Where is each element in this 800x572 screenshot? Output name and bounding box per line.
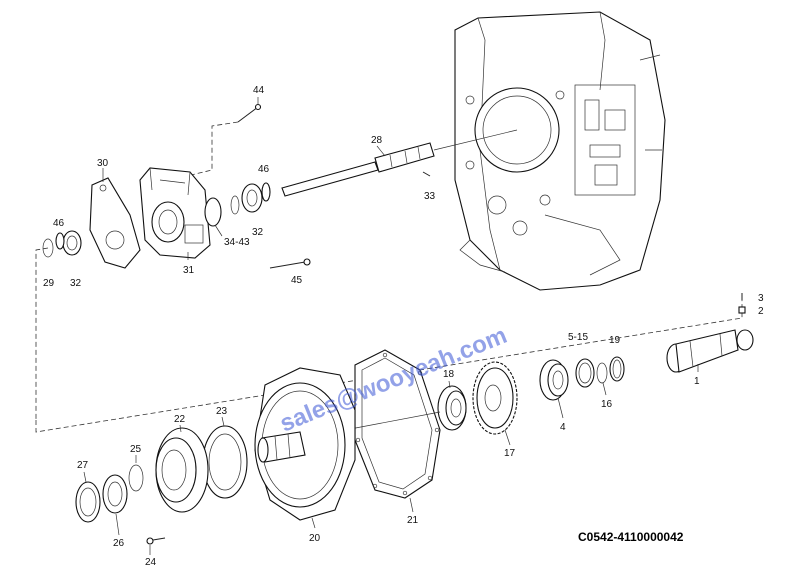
callout-1: 1 bbox=[694, 376, 700, 387]
callout-17: 17 bbox=[504, 448, 516, 459]
leader-17 bbox=[504, 429, 511, 446]
shaft-1 bbox=[666, 329, 754, 373]
callout-45: 45 bbox=[291, 275, 303, 286]
ring-19 bbox=[609, 356, 625, 382]
shaft-28 bbox=[281, 142, 435, 197]
leader-20 bbox=[311, 517, 316, 529]
callout-44: 44 bbox=[253, 85, 265, 96]
housing-20 bbox=[254, 367, 356, 521]
housing-31 bbox=[139, 167, 211, 259]
seal-27 bbox=[75, 481, 101, 523]
gasket-21 bbox=[354, 349, 441, 499]
callout-29: 29 bbox=[43, 278, 55, 289]
leader-gasket-axis bbox=[344, 411, 441, 431]
callout-46-left: 46 bbox=[53, 218, 65, 229]
plug-2 bbox=[738, 306, 746, 314]
shim-5-15 bbox=[575, 358, 595, 388]
leader-16 bbox=[602, 382, 607, 396]
callout-21: 21 bbox=[407, 515, 419, 526]
callout-18: 18 bbox=[443, 369, 455, 380]
leader-18 bbox=[448, 380, 451, 389]
bearing-18 bbox=[437, 385, 467, 431]
leader-21 bbox=[409, 497, 414, 513]
leader-26 bbox=[115, 513, 120, 536]
bearing-4 bbox=[539, 359, 569, 401]
callout-28: 28 bbox=[371, 135, 383, 146]
callout-22: 22 bbox=[174, 414, 186, 425]
callout-33: 33 bbox=[424, 191, 436, 202]
bolt-24 bbox=[146, 537, 166, 545]
bearing-32-left bbox=[62, 230, 82, 256]
leader-housing bbox=[433, 129, 518, 151]
ring-25 bbox=[128, 464, 144, 492]
leader-4 bbox=[557, 397, 564, 419]
gasket-23 bbox=[202, 425, 248, 499]
bearing-32-right bbox=[241, 183, 263, 213]
bolt-45 bbox=[269, 258, 311, 269]
callout-16: 16 bbox=[601, 399, 613, 410]
callout-23: 23 bbox=[216, 406, 228, 417]
leader-28 bbox=[376, 145, 386, 157]
snap-ring-29 bbox=[42, 238, 54, 258]
callout-25: 25 bbox=[130, 444, 142, 455]
cover-22 bbox=[155, 427, 209, 513]
gasket-30 bbox=[89, 177, 141, 269]
leader-23 bbox=[221, 416, 225, 427]
gear-17 bbox=[472, 361, 518, 435]
callout-32-right: 32 bbox=[252, 227, 264, 238]
bolt-44 bbox=[237, 103, 262, 123]
callout-5-15: 5-15 bbox=[568, 332, 588, 343]
ring-right bbox=[230, 195, 240, 215]
callout-34-43: 34-43 bbox=[224, 237, 250, 248]
callout-labels: 44 30 46 29 32 31 34-43 46 32 28 33 45 3… bbox=[43, 85, 764, 568]
callout-24: 24 bbox=[145, 557, 157, 568]
sleeve-26 bbox=[102, 474, 128, 514]
callout-19: 19 bbox=[609, 335, 621, 346]
ring-34-43 bbox=[204, 197, 222, 227]
callout-4: 4 bbox=[560, 422, 566, 433]
callout-27: 27 bbox=[77, 460, 89, 471]
seal-46-left bbox=[55, 232, 65, 250]
leader-27 bbox=[83, 471, 87, 483]
callout-26: 26 bbox=[113, 538, 125, 549]
ring-16 bbox=[596, 362, 608, 384]
seal-46-right bbox=[261, 182, 271, 202]
callout-32-left: 32 bbox=[70, 278, 82, 289]
transmission-housing bbox=[454, 11, 666, 291]
drawing-code: C0542-4110000042 bbox=[578, 530, 684, 544]
callout-20: 20 bbox=[309, 533, 321, 544]
leader-34-43 bbox=[214, 224, 223, 237]
callout-2: 2 bbox=[758, 306, 764, 317]
callout-31: 31 bbox=[183, 265, 195, 276]
callout-30: 30 bbox=[97, 158, 109, 169]
callout-3: 3 bbox=[758, 293, 764, 304]
leader-22 bbox=[179, 424, 182, 433]
pin-33 bbox=[422, 171, 431, 177]
callout-46-right: 46 bbox=[258, 164, 270, 175]
dashed-axis-left bbox=[35, 247, 49, 420]
